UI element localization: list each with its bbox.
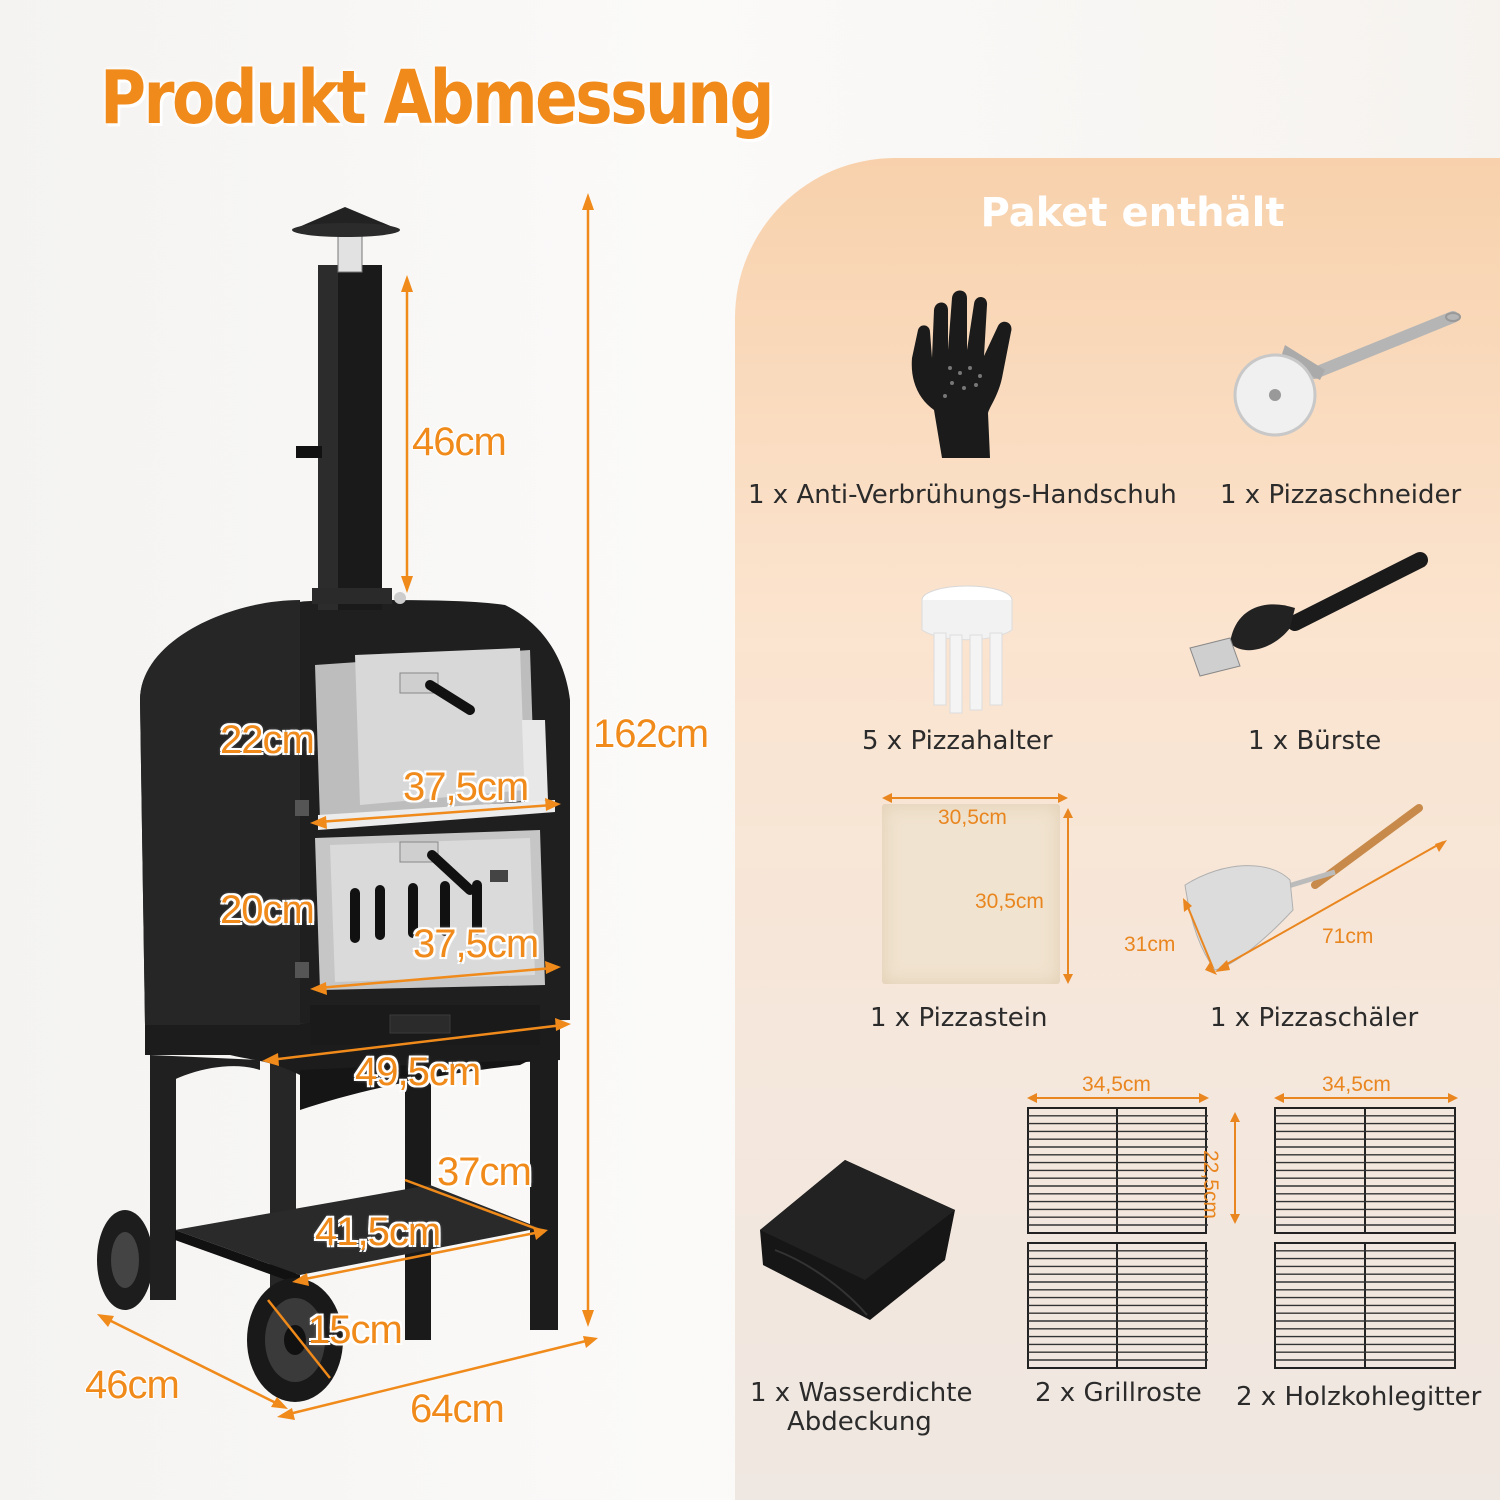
grill-width: 34,5cm <box>1082 1073 1151 1096</box>
pizza-holder-icon <box>921 585 1013 714</box>
cover-icon <box>760 1160 955 1320</box>
stone-height: 30,5cm <box>975 890 1044 913</box>
dim-base-depth: 46cm <box>85 1363 180 1407</box>
package-heading: Paket enthält <box>980 190 1285 236</box>
grill-height: 22,5cm <box>1199 1150 1222 1219</box>
brush-icon <box>1189 552 1428 677</box>
dim-upper-chamber-width: 37,5cm <box>403 765 529 809</box>
back-wheel <box>97 1210 153 1310</box>
dim-upper-chamber-height: 22cm <box>220 718 315 762</box>
charcoal-grid-icon <box>1274 1107 1456 1369</box>
dim-wheel-diameter: 15cm <box>308 1308 403 1352</box>
dim-lower-chamber-width: 37,5cm <box>413 922 539 966</box>
dim-shelf-depth: 37cm <box>437 1150 532 1194</box>
grill-rack-icon <box>1027 1107 1208 1369</box>
stone-width: 30,5cm <box>938 806 1007 829</box>
grill-label: 2 x Grillroste <box>1035 1378 1202 1408</box>
glove-icon <box>911 290 1012 458</box>
holder-label: 5 x Pizzahalter <box>862 726 1053 756</box>
glove-label: 1 x Anti-Verbrühungs-Handschuh <box>748 480 1177 510</box>
cutter-label: 1 x Pizzaschneider <box>1220 480 1462 510</box>
pizza-cutter-icon <box>1233 311 1461 437</box>
cover-label-line2: Abdeckung <box>787 1407 932 1437</box>
grill-dim-lines <box>1027 1093 1240 1224</box>
page-title: Produkt Abmessung <box>100 55 775 141</box>
front-wheel <box>247 1278 343 1402</box>
dim-total-height: 162cm <box>593 712 709 756</box>
stone-label: 1 x Pizzastein <box>870 1003 1048 1033</box>
charcoal-dim-line <box>1274 1093 1458 1103</box>
pizza-peel-icon <box>1183 804 1447 975</box>
peel-width: 31cm <box>1124 933 1176 956</box>
dim-base-width: 64cm <box>410 1387 505 1431</box>
dim-lower-chamber-height: 20cm <box>220 888 315 932</box>
brush-label: 1 x Bürste <box>1248 726 1382 756</box>
charcoal-width: 34,5cm <box>1322 1073 1391 1096</box>
stone-dim-lines <box>882 793 1073 984</box>
cover-label-line1: 1 x Wasserdichte <box>750 1378 973 1408</box>
charcoal-label: 2 x Holzkohlegitter <box>1236 1382 1482 1412</box>
peel-label: 1 x Pizzaschäler <box>1210 1003 1419 1033</box>
dim-body-width: 49,5cm <box>355 1050 481 1094</box>
peel-length: 71cm <box>1322 925 1374 948</box>
dim-shelf-width: 41,5cm <box>315 1210 441 1254</box>
pizza-stone-icon <box>882 804 1060 984</box>
dim-chimney-height: 46cm <box>412 420 507 464</box>
